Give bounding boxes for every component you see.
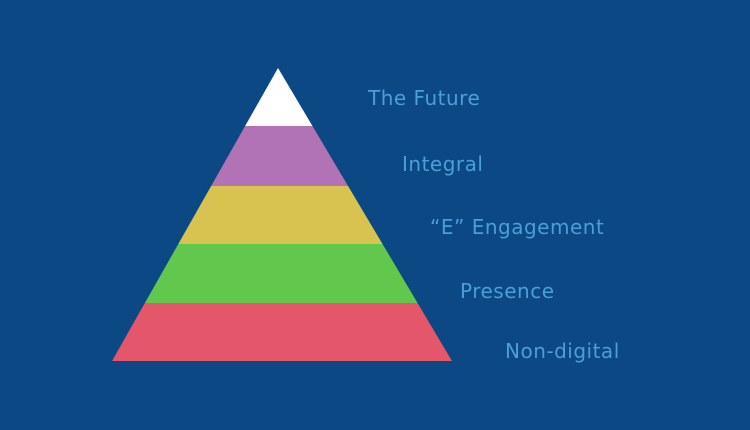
- layer-label-engagement: “E” Engagement: [430, 215, 605, 239]
- pyramid-layer-the-future: [245, 68, 313, 126]
- layer-label-presence: Presence: [460, 279, 555, 303]
- layer-label-non-digital: Non-digital: [505, 339, 620, 363]
- pyramid-layer-non-digital: [112, 303, 452, 361]
- pyramid-layer-presence: [144, 244, 418, 303]
- pyramid-layer-integral: [211, 126, 349, 186]
- layer-label-the-future: The Future: [368, 86, 481, 110]
- pyramid-layer-engagement: [178, 186, 383, 244]
- layer-label-integral: Integral: [402, 152, 484, 176]
